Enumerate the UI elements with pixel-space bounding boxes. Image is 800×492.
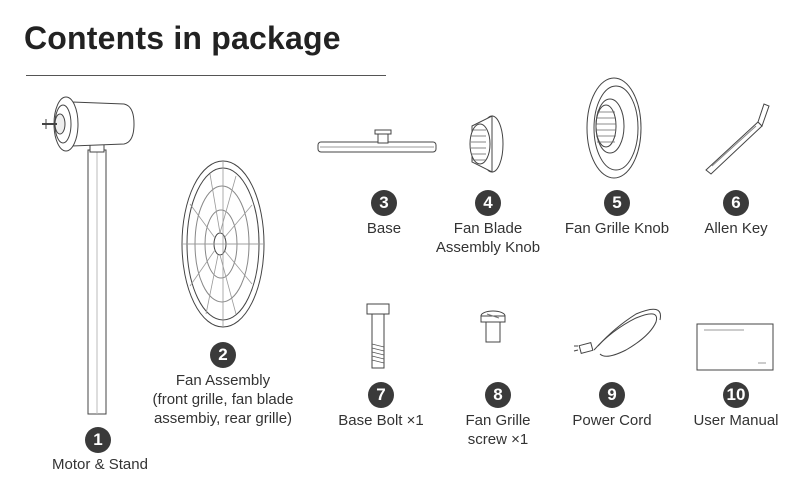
- item-label-motor-stand: Motor & Stand: [52, 455, 148, 474]
- item-label-fan-grille-screw: Fan Grille screw ×1: [465, 411, 530, 449]
- item-number-badge: 8: [485, 382, 511, 408]
- item-number-badge: 7: [368, 382, 394, 408]
- item-label-fan-grille-knob: Fan Grille Knob: [565, 219, 669, 238]
- base-illustration: [317, 129, 437, 153]
- label-line: Fan Grille: [465, 412, 531, 429]
- motor-stand-illustration: [42, 96, 135, 415]
- power-cord-illustration: [573, 308, 661, 357]
- item-label-base-bolt: Base Bolt ×1: [338, 411, 423, 430]
- item-label-base: Base: [367, 219, 401, 238]
- fan-grille-knob-illustration: [586, 77, 642, 179]
- label-line: Base Bolt ×1: [338, 412, 424, 429]
- item-label-fan-blade-knob: Fan Blade Assembly Knob: [436, 219, 540, 257]
- label-line: Fan Grille Knob: [564, 220, 670, 237]
- item-number-badge: 6: [723, 190, 749, 216]
- label-line: Base: [366, 220, 402, 237]
- label-line: assembiy, rear grille): [153, 410, 293, 427]
- label-line: User Manual: [693, 412, 779, 429]
- item-number-badge: 1: [85, 427, 111, 453]
- title-divider: [26, 75, 386, 76]
- label-line: Power Cord: [572, 412, 652, 429]
- label-line: Assembly Knob: [435, 239, 541, 256]
- fan-blade-knob-illustration: [469, 115, 504, 173]
- label-line: Fan Blade: [453, 220, 523, 237]
- base-bolt-illustration: [366, 303, 390, 369]
- item-number-badge: 4: [475, 190, 501, 216]
- item-label-fan-assembly: Fan Assembly (front grille, fan blade as…: [153, 371, 294, 428]
- item-number-badge: 5: [604, 190, 630, 216]
- item-number-badge: 2: [210, 342, 236, 368]
- item-label-user-manual: User Manual: [693, 411, 778, 430]
- label-line: Allen Key: [704, 220, 768, 237]
- label-line: Motor & Stand: [52, 456, 148, 473]
- label-line: screw ×1: [467, 431, 529, 448]
- item-label-power-cord: Power Cord: [572, 411, 651, 430]
- page-title: Contents in package: [24, 20, 341, 56]
- label-line: Fan Assembly: [175, 372, 271, 389]
- fan-assembly-illustration: [181, 160, 265, 328]
- item-label-allen-key: Allen Key: [704, 219, 767, 238]
- fan-grille-screw-illustration: [480, 310, 506, 343]
- user-manual-illustration: [696, 323, 774, 371]
- allen-key-illustration: [705, 103, 770, 175]
- item-number-badge: 3: [371, 190, 397, 216]
- item-number-badge: 10: [723, 382, 749, 408]
- label-line: (front grille, fan blade: [152, 391, 294, 408]
- item-number-badge: 9: [599, 382, 625, 408]
